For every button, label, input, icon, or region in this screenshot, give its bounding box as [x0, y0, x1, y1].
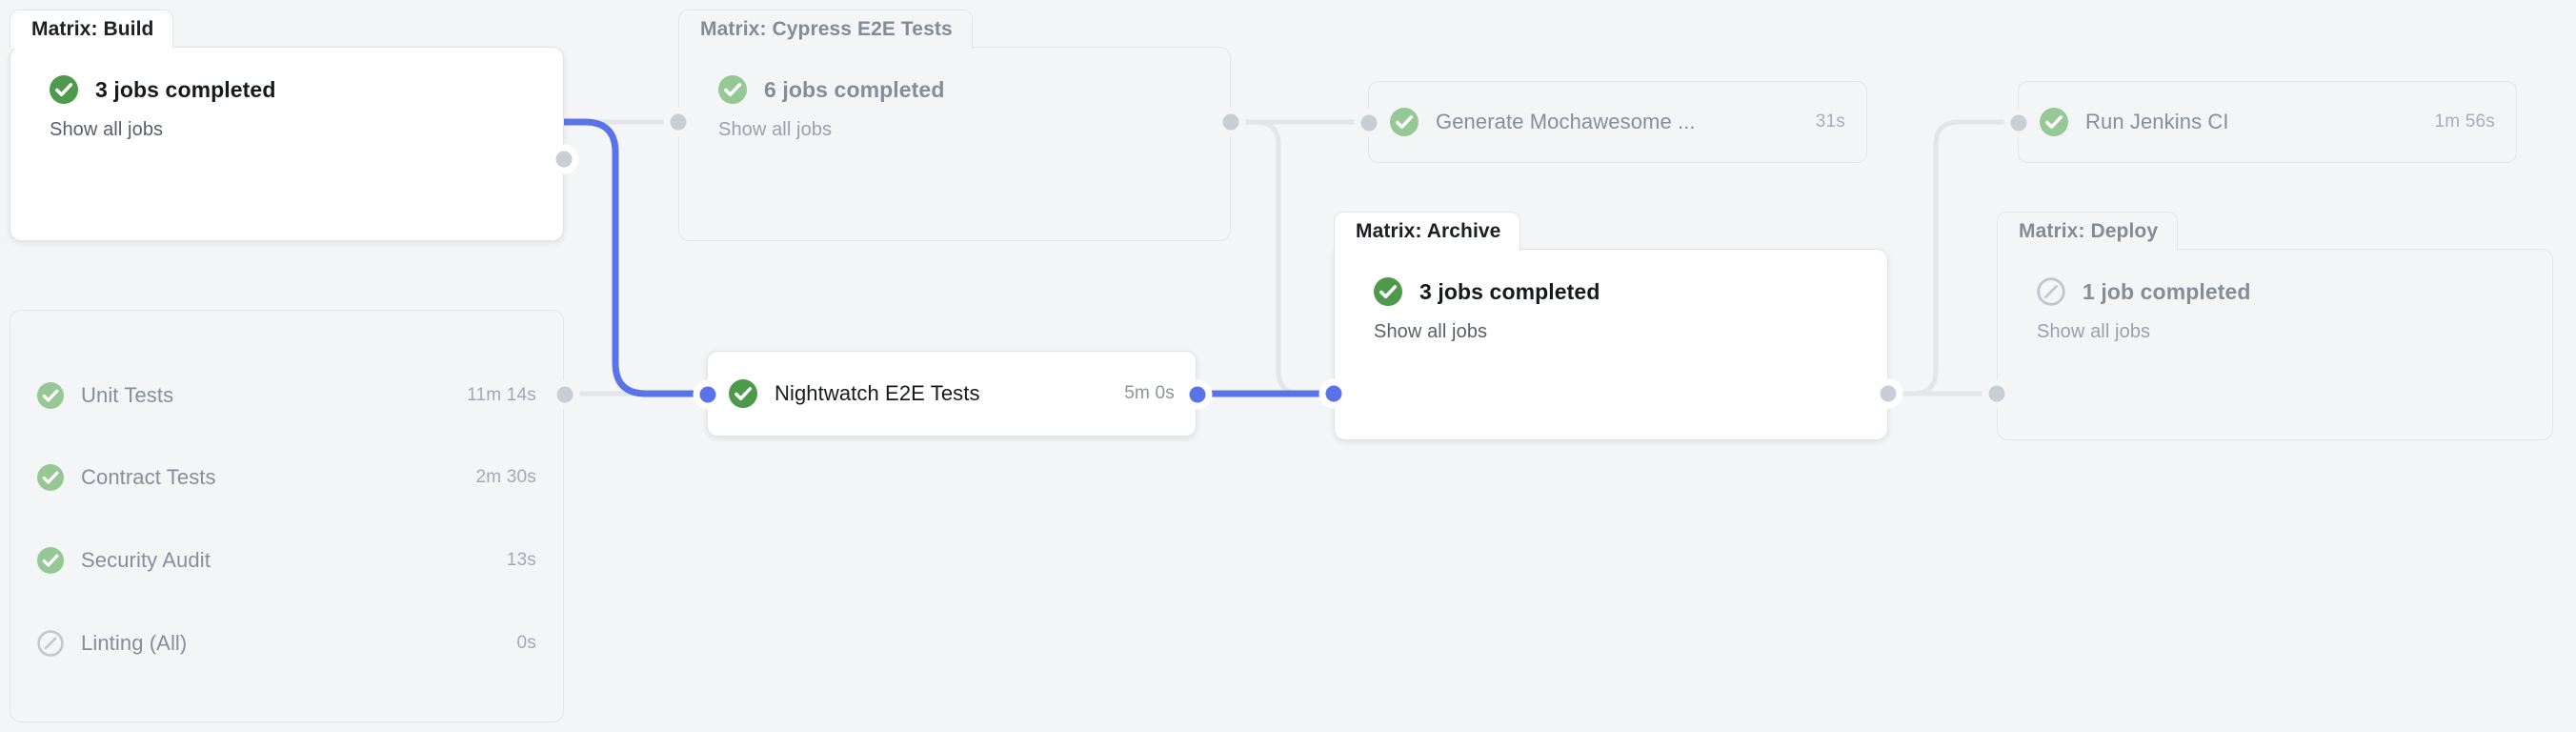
skipped-slash-icon — [37, 630, 64, 657]
group-tab-label: Matrix: Deploy — [2019, 220, 2159, 242]
node-generate-mochawesome-report[interactable]: Generate Mochawesome ... 31s — [1360, 81, 1867, 163]
show-all-jobs-link[interactable]: Show all jobs — [1374, 321, 1488, 342]
group-tab-label: Matrix: Archive — [1356, 220, 1501, 242]
group-status-text: 3 jobs completed — [95, 76, 276, 102]
node-duration: 31s — [1815, 112, 1845, 132]
success-check-icon — [729, 379, 757, 408]
job-name: Contract Tests — [81, 465, 216, 489]
group-tab-matrix-build[interactable]: Matrix: Build — [10, 10, 174, 49]
job-name: Linting (All) — [81, 631, 188, 655]
node-nightwatch-e2e-tests[interactable]: Nightwatch E2E Tests 5m 0s — [699, 351, 1206, 437]
handle-cypress-source[interactable] — [1222, 113, 1239, 131]
job-name: Security Audit — [81, 548, 211, 572]
node-duration: 1m 56s — [2434, 112, 2495, 132]
job-duration: 0s — [516, 633, 536, 653]
group-status-row: 3 jobs completed — [1374, 277, 1888, 306]
handle-archive-target[interactable] — [1325, 385, 1342, 402]
handle-nightwatch-target[interactable] — [699, 386, 716, 403]
group-matrix-cypress-e2e-tests[interactable]: Matrix: Cypress E2E Tests 6 jobs complet… — [670, 10, 1239, 241]
build-jobs-list-card[interactable]: Unit Tests 11m 14s Contract Tests 2m 30s… — [10, 310, 574, 722]
group-status-row: 6 jobs completed — [718, 75, 1231, 104]
job-row[interactable]: Security Audit 13s — [37, 544, 536, 577]
success-check-icon — [37, 382, 64, 409]
handle-archive-source[interactable] — [1880, 385, 1897, 402]
success-check-icon — [1390, 108, 1419, 136]
handle-nightwatch-source[interactable] — [1189, 386, 1206, 403]
handle-cypress-target[interactable] — [670, 113, 687, 131]
group-tab-matrix-cypress-e2e-tests[interactable]: Matrix: Cypress E2E Tests — [678, 10, 973, 49]
job-duration: 13s — [506, 550, 536, 570]
skipped-slash-icon — [2037, 277, 2065, 306]
success-check-icon — [718, 75, 747, 104]
job-duration: 11m 14s — [467, 385, 536, 405]
handle-joblist-source[interactable] — [556, 386, 574, 403]
node-label: Generate Mochawesome ... — [1436, 110, 1696, 133]
node-label: Nightwatch E2E Tests — [775, 381, 980, 405]
group-matrix-archive[interactable]: Matrix: Archive 3 jobs completed Show al… — [1325, 212, 1897, 440]
handle-build-source[interactable] — [555, 151, 573, 168]
job-row[interactable]: Linting (All) 0s — [37, 627, 536, 660]
group-status-text: 6 jobs completed — [764, 76, 945, 102]
success-check-icon — [37, 464, 64, 491]
node-duration: 5m 0s — [1124, 383, 1175, 403]
show-all-jobs-link[interactable]: Show all jobs — [718, 119, 833, 140]
group-content: 3 jobs completed Show all jobs — [1334, 249, 1888, 440]
group-status-row: 3 jobs completed — [50, 75, 564, 104]
group-status-text: 3 jobs completed — [1419, 278, 1600, 304]
group-content: 6 jobs completed Show all jobs — [678, 47, 1231, 241]
group-tab-matrix-archive[interactable]: Matrix: Archive — [1334, 212, 1521, 251]
job-name: Unit Tests — [81, 383, 174, 407]
success-check-icon — [50, 75, 78, 104]
handle-jenkins-target[interactable] — [2010, 114, 2027, 132]
group-tab-label: Matrix: Cypress E2E Tests — [700, 18, 953, 40]
group-content: 3 jobs completed Show all jobs — [10, 47, 564, 241]
handle-deploy-target[interactable] — [1988, 385, 2005, 402]
group-body — [10, 47, 564, 241]
success-check-icon — [1374, 277, 1402, 306]
handle-mochawesome-target[interactable] — [1360, 114, 1378, 132]
success-check-icon — [37, 547, 64, 574]
group-status-row: 1 job completed — [2037, 277, 2553, 306]
group-matrix-build[interactable]: Matrix: Build 3 jobs completed Show all … — [10, 10, 573, 241]
group-tab-label: Matrix: Build — [31, 18, 154, 40]
group-content: 1 job completed Show all jobs — [1997, 249, 2553, 440]
group-status-text: 1 job completed — [2083, 278, 2251, 304]
job-duration: 2m 30s — [475, 467, 536, 487]
group-tab-matrix-deploy[interactable]: Matrix: Deploy — [1997, 212, 2179, 251]
group-body — [1334, 249, 1888, 440]
group-matrix-deploy[interactable]: Matrix: Deploy 1 job completed Show all … — [1988, 212, 2553, 440]
edge-cypress-to-archive — [1231, 119, 1334, 396]
show-all-jobs-link[interactable]: Show all jobs — [2037, 321, 2151, 342]
job-row[interactable]: Unit Tests 11m 14s — [37, 379, 536, 412]
show-all-jobs-link[interactable]: Show all jobs — [50, 119, 164, 140]
group-body — [678, 47, 1231, 241]
node-label: Run Jenkins CI — [2085, 110, 2229, 133]
group-body — [1997, 249, 2553, 440]
job-row[interactable]: Contract Tests 2m 30s — [37, 461, 536, 494]
node-run-jenkins-ci[interactable]: Run Jenkins CI 1m 56s — [2010, 81, 2517, 163]
success-check-icon — [2040, 108, 2068, 136]
